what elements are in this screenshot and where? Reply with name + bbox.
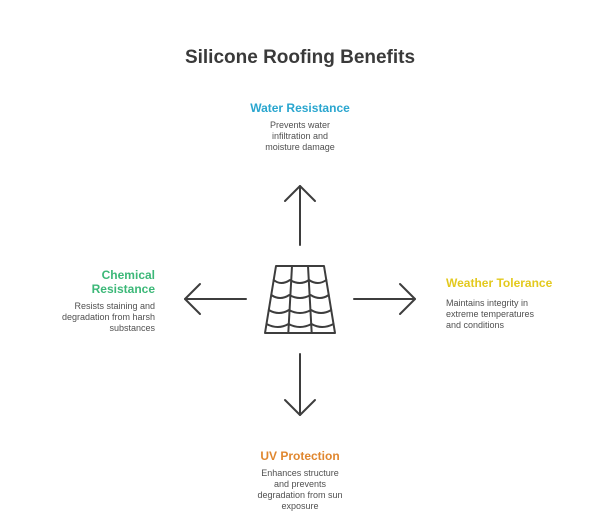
arrow-left-icon [184,283,247,315]
benefit-description-line: and prevents [273,479,327,489]
benefit-water-resistance: Water Resistance Prevents water infiltra… [230,101,370,153]
benefit-heading-line: Chemical [101,268,155,282]
benefit-description-line: Enhances structure [261,468,339,478]
benefit-description-line: degradation from harsh [61,312,155,322]
benefit-description-line: moisture damage [265,142,335,152]
benefit-description: Prevents water infiltration and moisture… [230,120,370,153]
benefit-description-line: exposure [281,501,319,511]
benefit-chemical-resistance: Chemical Resistance Resists staining and… [30,268,155,334]
benefit-description-line: infiltration and [271,131,329,141]
benefit-heading: Weather Tolerance [446,276,553,290]
benefit-heading: Water Resistance [250,101,350,115]
benefit-description-line: Resists staining and [74,301,155,311]
benefit-uv-protection: UV Protection Enhances structure and pre… [230,449,370,512]
benefit-description-line: substances [109,323,155,333]
arrow-down-icon [284,353,316,416]
benefit-description: Enhances structure and prevents degradat… [230,468,370,512]
benefit-heading: UV Protection [260,449,340,463]
benefit-description-line: and conditions [446,320,505,330]
benefit-description-line: degradation from sun [257,490,343,500]
benefit-description: Maintains integrity in extreme temperatu… [446,298,591,331]
benefit-heading-line: Resistance [91,282,155,296]
benefit-description-line: Prevents water [269,120,331,130]
benefit-heading: Chemical Resistance [30,268,155,296]
benefit-description-line: Maintains integrity in [446,298,529,308]
benefit-description: Resists staining and degradation from ha… [30,301,155,334]
roof-tiles-icon [264,265,336,334]
benefit-description-line: extreme temperatures [446,309,535,319]
benefit-weather-tolerance: Weather Tolerance Maintains integrity in… [446,276,591,331]
arrow-up-icon [284,185,316,246]
diagram-title: Silicone Roofing Benefits [184,47,416,68]
arrow-right-icon [353,283,416,315]
